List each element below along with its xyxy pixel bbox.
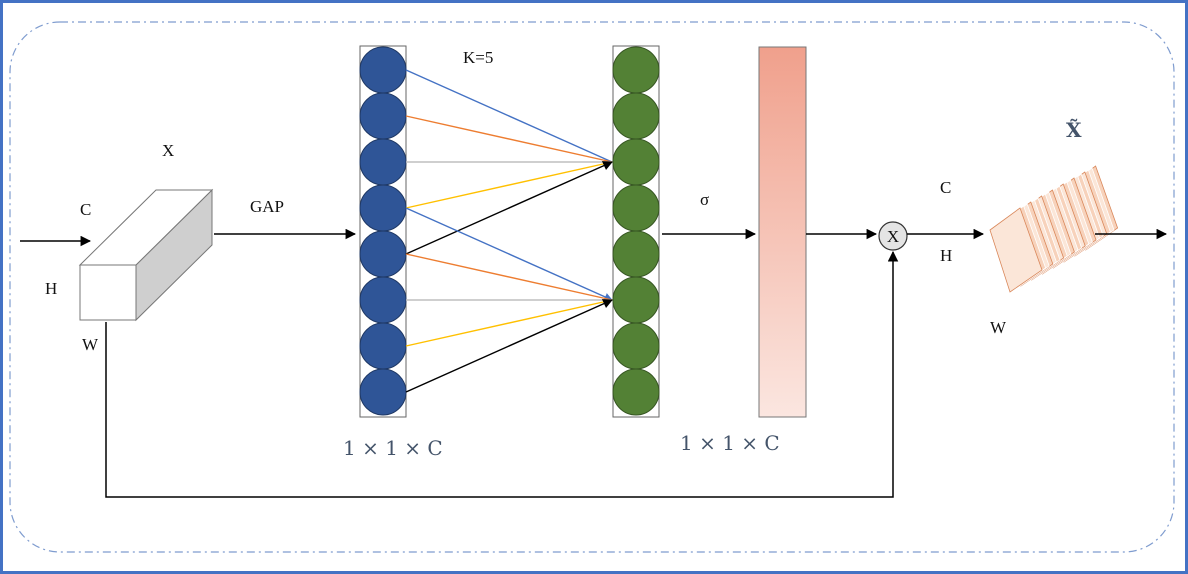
left-node (359, 322, 407, 370)
left-node (359, 46, 407, 94)
left-column-dims: 1 × 1 × C (343, 436, 443, 460)
right-node (612, 322, 660, 370)
gap-label: GAP (250, 197, 284, 216)
left-node (359, 368, 407, 416)
module-dashed-border (9, 21, 1175, 553)
output-feature-slices (989, 165, 1119, 293)
input-label: X (162, 141, 174, 160)
sigma-label: σ (700, 190, 709, 209)
right-column-dims: 1 × 1 × C (680, 431, 780, 455)
output-dim-c: C (940, 178, 951, 197)
output-dim-h: H (940, 246, 952, 265)
attention-weight-bar (758, 46, 807, 418)
right-node (612, 230, 660, 278)
left-node (359, 138, 407, 186)
output-dim-w: W (990, 318, 1007, 337)
right-node (612, 368, 660, 416)
left-node (359, 230, 407, 278)
output-label: X̃ (1066, 118, 1082, 142)
right-node (612, 184, 660, 232)
multiply-node (878, 221, 908, 251)
left-node (359, 276, 407, 324)
right-node (612, 138, 660, 186)
left-node-column (359, 45, 407, 418)
right-node (612, 92, 660, 140)
input-dim-h: H (45, 279, 57, 298)
kernel-connections-upper (405, 69, 613, 255)
left-node (359, 92, 407, 140)
kernel-size-label: K=5 (463, 48, 493, 67)
input-dim-c: C (80, 200, 91, 219)
right-node (612, 276, 660, 324)
right-node-column (612, 45, 660, 418)
multiply-symbol: X (887, 227, 899, 246)
skip-connection (105, 250, 899, 498)
kernel-connections-lower (405, 207, 613, 393)
right-node (612, 46, 660, 94)
input-feature-cuboid (78, 188, 214, 322)
output-slice (989, 207, 1043, 293)
left-node (359, 184, 407, 232)
input-dim-w: W (82, 335, 99, 354)
